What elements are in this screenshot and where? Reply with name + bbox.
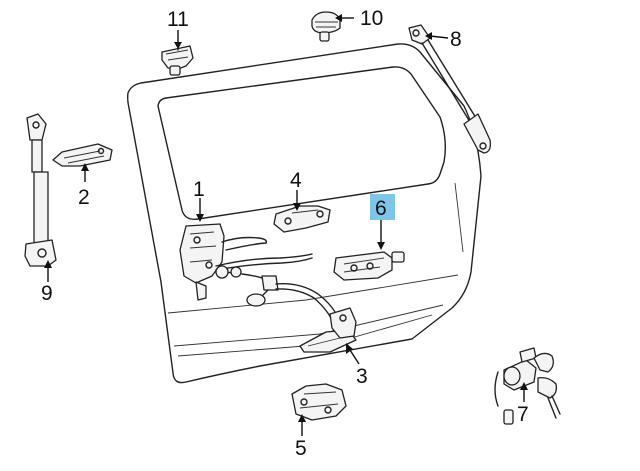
callout-3: 3 bbox=[356, 365, 368, 388]
part-3-striker bbox=[299, 307, 357, 353]
part-5-latch bbox=[291, 383, 347, 421]
control-cable bbox=[241, 273, 341, 325]
callout-4: 4 bbox=[290, 169, 302, 192]
part-6-lock-actuator bbox=[333, 251, 405, 281]
leader-lines bbox=[44, 14, 528, 436]
callout-6: 6 bbox=[375, 197, 387, 220]
callout-10: 10 bbox=[360, 7, 383, 30]
part-1-latch-assembly bbox=[179, 223, 313, 301]
callout-11: 11 bbox=[167, 8, 189, 31]
callout-5: 5 bbox=[295, 437, 307, 460]
part-7-lock-cylinder bbox=[494, 347, 561, 425]
part-9-gas-strut bbox=[24, 113, 57, 267]
callout-9: 9 bbox=[41, 282, 53, 305]
part-2-bracket bbox=[52, 143, 113, 167]
callout-8: 8 bbox=[450, 28, 462, 51]
part-4-lock-bracket bbox=[273, 205, 331, 233]
part-10-bumper bbox=[311, 11, 341, 42]
callout-1: 1 bbox=[193, 178, 205, 201]
callout-labels: 11 10 8 1 2 4 6 3 5 7 9 bbox=[41, 7, 529, 460]
callout-2: 2 bbox=[78, 186, 90, 209]
callout-7: 7 bbox=[517, 403, 529, 426]
part-8-gas-strut bbox=[408, 24, 492, 154]
callout-6-highlight bbox=[370, 194, 395, 220]
